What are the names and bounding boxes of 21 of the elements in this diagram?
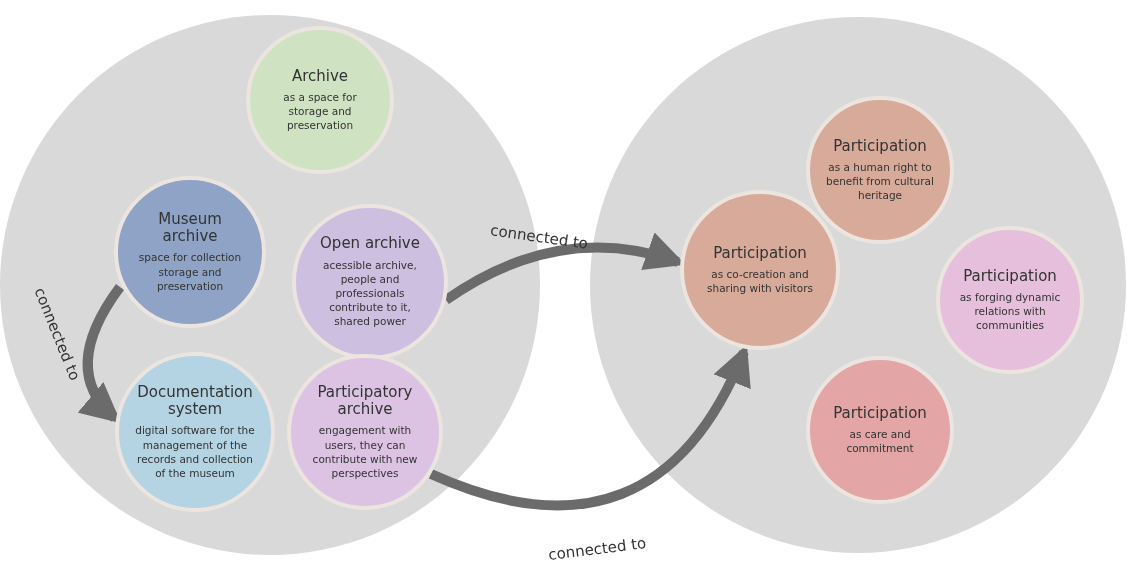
circle-description: as co-creation and sharing with visitors	[706, 266, 814, 296]
circle-description: as a human right to benefit from cultural heritage	[826, 159, 934, 203]
circle-description: acessible archive, people and professionals contribute to it, shared power	[322, 257, 418, 329]
circle-heading: Participation	[833, 404, 927, 422]
circle-heading: Open archive	[320, 235, 420, 253]
curved-arrow	[78, 284, 125, 424]
circle-heading: Documentation system	[136, 383, 254, 419]
circle-heading: Participation	[833, 137, 927, 155]
circle-description: space for collection storage and preservation	[137, 250, 243, 293]
circle-description: as forging dynamic relations with communities	[958, 289, 1062, 333]
edge-label: connected to	[489, 221, 590, 253]
circle-heading: Participation	[963, 267, 1057, 285]
circle-heading: Participation	[713, 244, 807, 262]
circle-heading: Museum archive	[157, 211, 223, 246]
circle-heading: Archive	[291, 67, 349, 85]
circle-description: as care and commitment	[845, 426, 915, 456]
circle-description: engagement with users, they can contribute with new perspectives	[311, 423, 419, 481]
circle-description: digital software for the management of the records and collection of the museum	[135, 423, 255, 481]
edge-label: connected to	[547, 534, 648, 564]
circle-description: as a space for storage and preservation	[282, 89, 358, 133]
circle-heading: Participatory archive	[316, 383, 414, 419]
